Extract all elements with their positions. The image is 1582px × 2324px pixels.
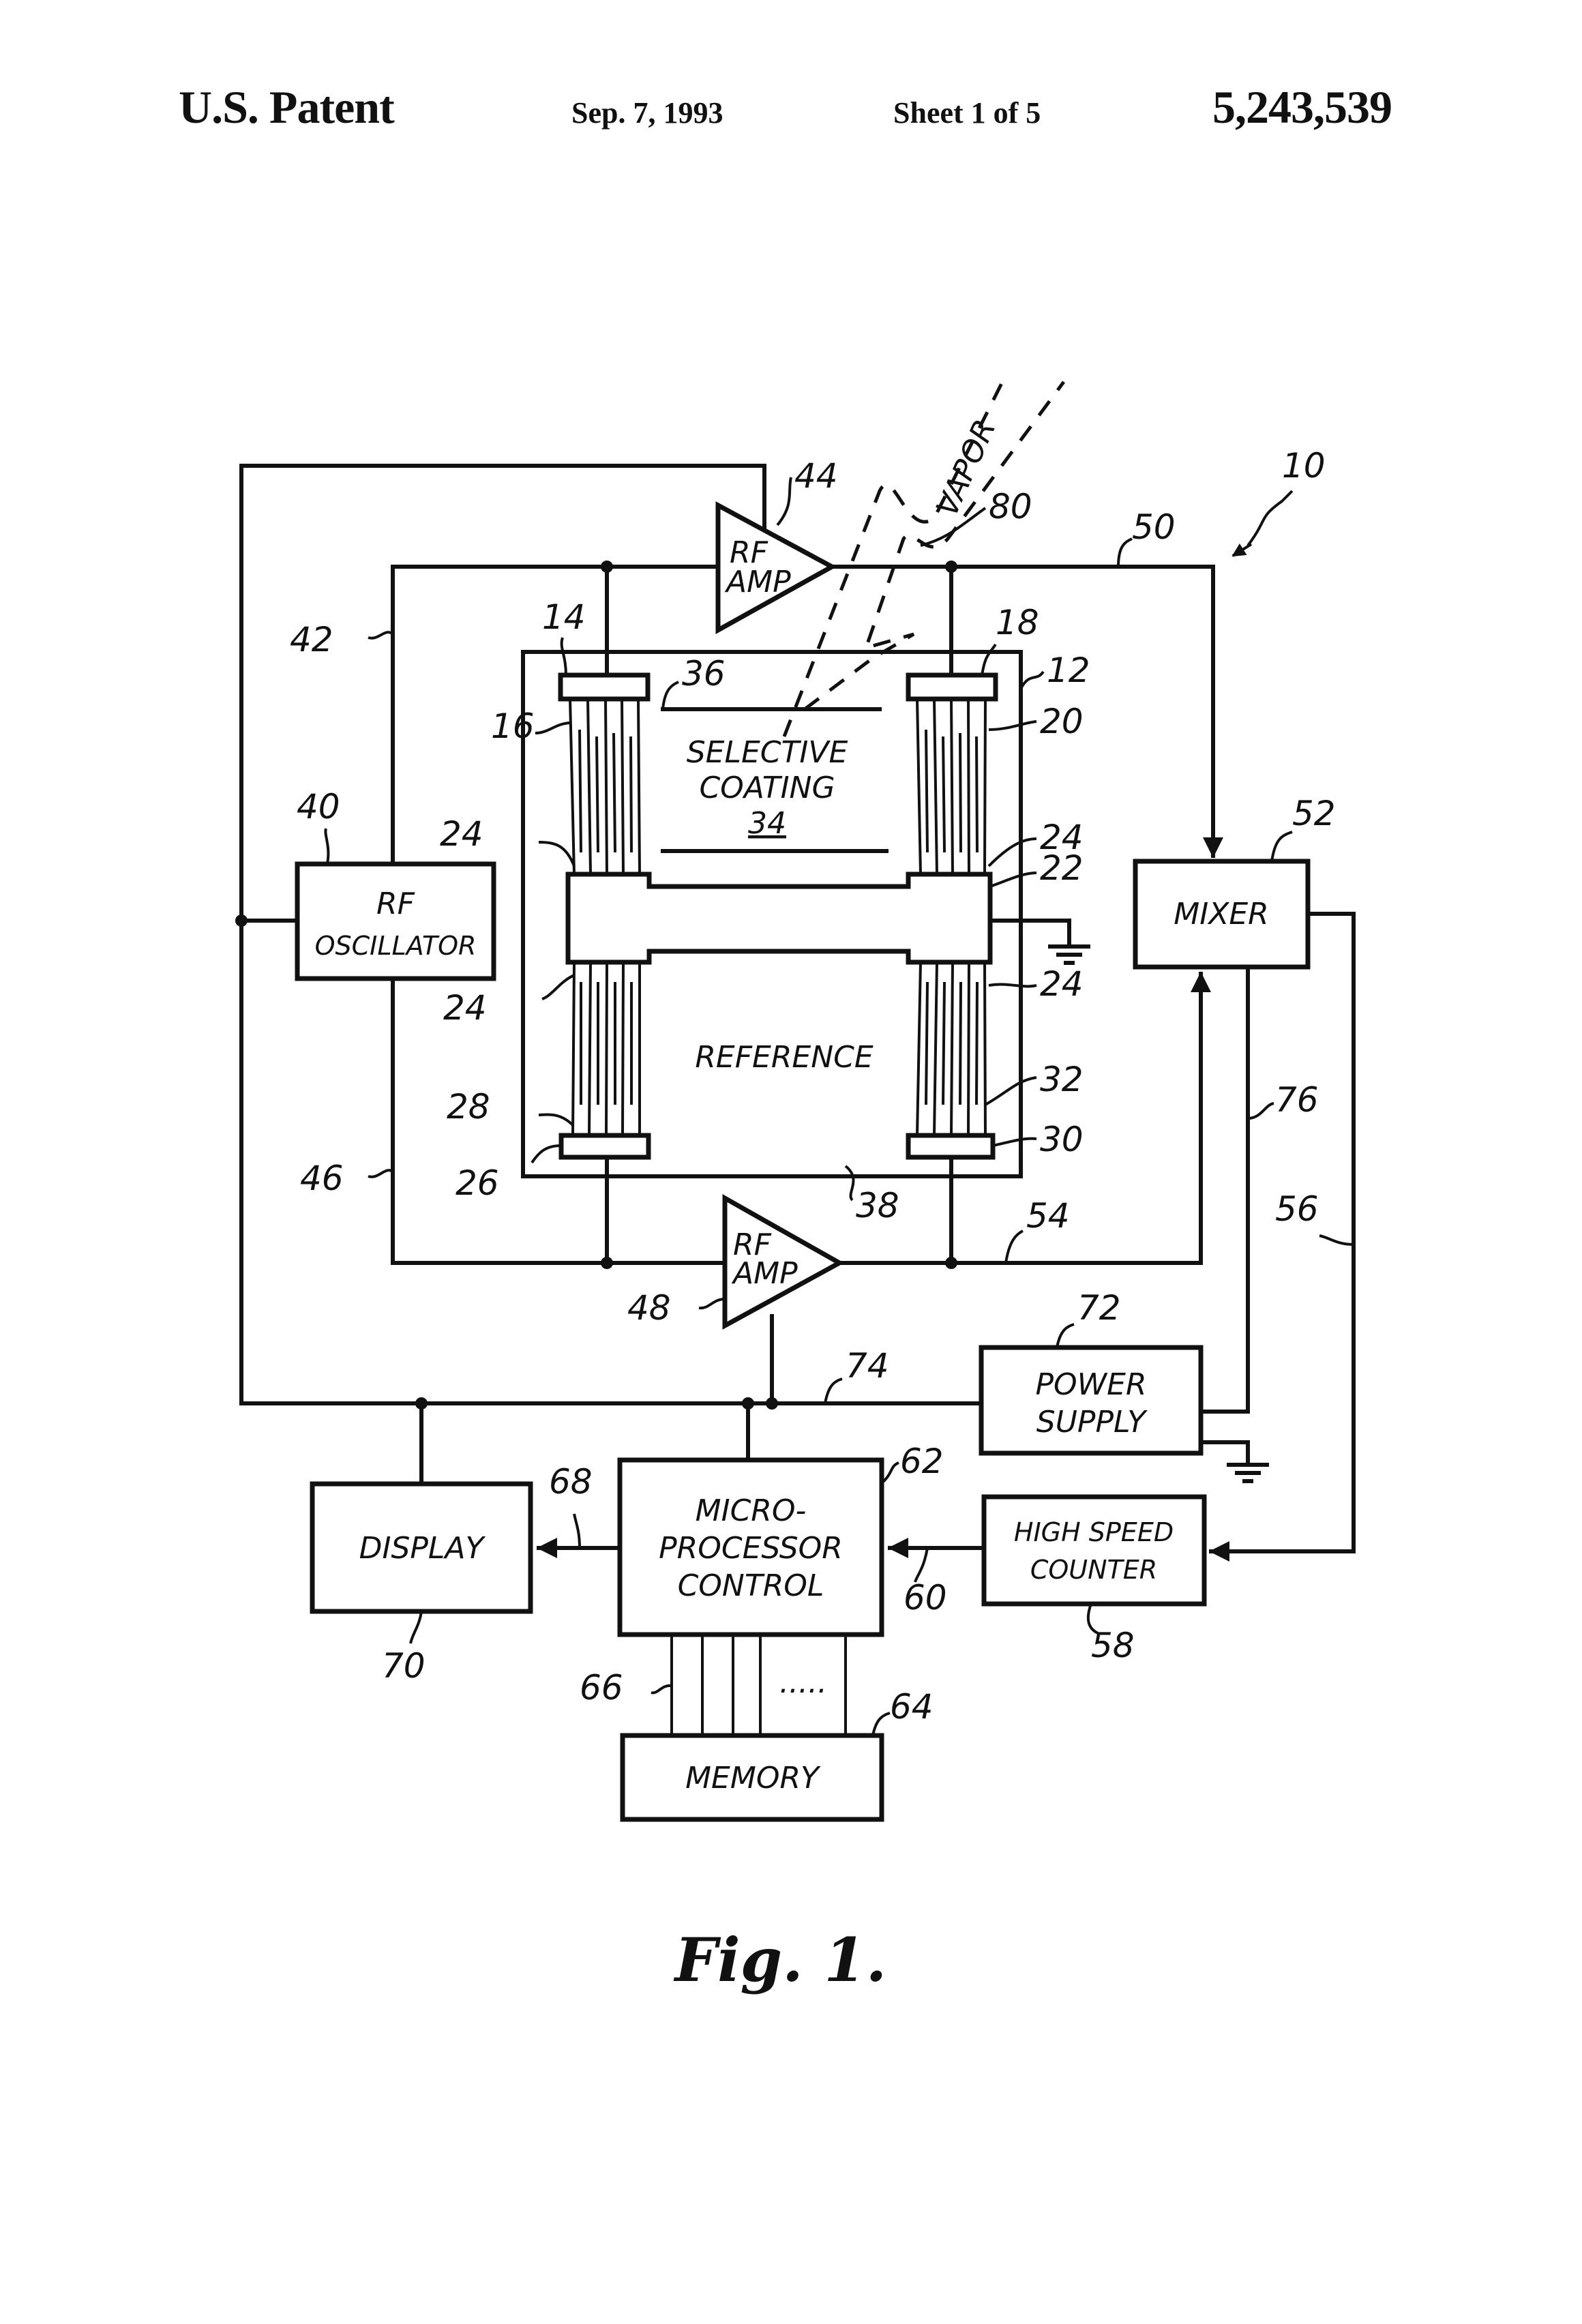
junction-dot [415,1397,428,1410]
selective-coating-numeral: 34 [748,806,786,841]
memory-64: MEMORY [623,1735,882,1819]
ref-62: 62 [900,1442,944,1481]
ref-32: 32 [1040,1060,1084,1099]
ref-10: 10 [1282,446,1326,486]
ref-24: 24 [440,814,483,854]
wire-sensor-ground [990,921,1069,944]
selective-coating-label: SELECTIVE [687,735,848,770]
mixer-label: MIXER [1174,897,1268,932]
ref-56: 56 [1275,1189,1319,1229]
ref-48: 48 [627,1288,671,1328]
junction-dot [766,1397,778,1410]
electrode-cap-30 [908,1135,993,1157]
wire-76 [1201,967,1248,1412]
crystal-stack-20 [917,699,985,874]
crystal-stack-16 [570,699,640,874]
ref-50: 50 [1132,507,1176,547]
rf-oscillator-label-2: OSCILLATOR [315,931,477,961]
high-speed-counter-58: HIGH SPEED COUNTER [984,1497,1204,1604]
electrode-cap-26 [561,1135,648,1157]
ref-14: 14 [542,597,586,637]
crystal-stack-28 [573,962,640,1135]
crystal-stack-32 [917,962,985,1135]
mixer-52: MIXER [1135,861,1308,967]
junction-dot [742,1397,754,1410]
rf-amp-44-label-2: AMP. [724,565,796,599]
junction-dot [235,914,248,927]
ref-20: 20 [1040,702,1084,741]
ref-76: 76 [1275,1080,1319,1120]
selective-coating-label-2: COATING [699,771,835,805]
ref-80: 80 [989,487,1032,526]
power-supply-label-2: SUPPLY [1036,1405,1148,1440]
electrode-cap-18 [908,675,996,699]
ref-18: 18 [996,603,1039,642]
ground-icon [1050,947,1088,963]
bus-ellipsis: ..... [779,1665,827,1700]
display-label: DISPLAY [359,1531,486,1566]
ref-68: 68 [549,1462,593,1502]
power-supply-label: POWER [1035,1367,1146,1402]
ground-icon [1229,1465,1267,1481]
microprocessor-label-2: PROCESSOR [659,1531,843,1566]
rf-amp-48-label-2: AMP [731,1256,798,1291]
rf-oscillator-40: RF OSCILLATOR [297,864,494,979]
microprocessor-control-62: MICRO- PROCESSOR CONTROL [620,1460,882,1635]
ref-74: 74 [846,1346,889,1386]
ref-70: 70 [382,1646,426,1686]
ref-30: 30 [1040,1120,1084,1159]
ref-42: 42 [290,620,333,659]
ref-58: 58 [1091,1626,1135,1665]
rf-oscillator-label: RF [376,887,415,921]
ref-52: 52 [1292,794,1336,833]
rf-amp-44: RF AMP. [718,505,832,630]
reference-label: REFERENCE [695,1040,873,1075]
ref-66: 66 [580,1668,623,1708]
ref-28: 28 [447,1087,490,1127]
counter-label: HIGH SPEED [1014,1517,1174,1547]
ref-44: 44 [794,456,838,496]
memory-label: MEMORY [685,1761,821,1796]
electrode-cap-14 [561,675,648,699]
ref-24: 24 [443,988,487,1028]
ref-60: 60 [904,1578,947,1618]
rf-amp-48: RF AMP [725,1198,839,1326]
ref-16: 16 [491,706,535,746]
ref-72: 72 [1077,1288,1121,1328]
ref-24: 24 [1040,964,1084,1004]
microprocessor-label: MICRO- [696,1493,807,1528]
counter-label-2: COUNTER [1030,1555,1157,1585]
ref-40: 40 [297,787,340,826]
wire-56 [1211,914,1354,1551]
ref-26: 26 [456,1163,499,1203]
ref-54: 54 [1026,1196,1070,1236]
microprocessor-label-3: CONTROL [678,1568,824,1603]
figure-caption: Fig. 1. [673,1924,887,1995]
power-supply-72: POWER SUPPLY [981,1347,1201,1453]
ref-12: 12 [1047,651,1090,690]
display-70: DISPLAY [312,1484,531,1611]
ref-46: 46 [300,1159,344,1198]
ref-38: 38 [856,1186,899,1225]
ref-24: 24 [1040,818,1084,857]
ref-36: 36 [682,654,726,694]
sensor-enclosure-12: SELECTIVE COATING 34 REFERENCE [523,652,1021,1176]
wire-supply-ground [1201,1442,1248,1463]
ref-64: 64 [890,1687,934,1727]
common-electrode-22 [568,874,990,962]
